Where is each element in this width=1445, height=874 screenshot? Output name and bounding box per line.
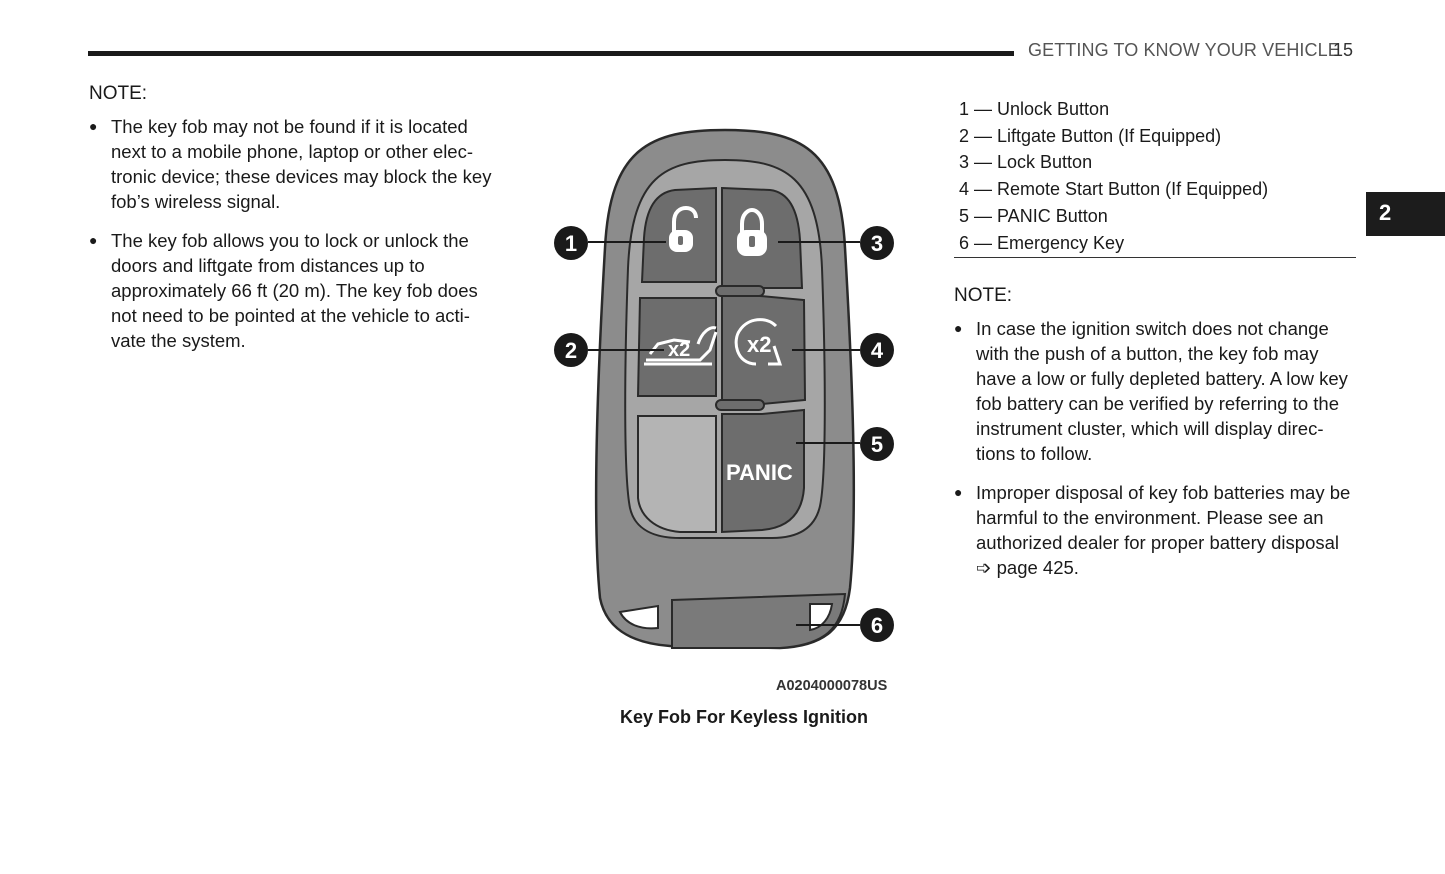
legend-item-unlock: 1 — Unlock Button xyxy=(959,99,1110,119)
callout-4: 4 xyxy=(860,333,894,367)
key-fob-illustration: x2 x2 PANIC 1 2 3 xyxy=(554,128,894,650)
key-ring-hole-left xyxy=(618,604,659,630)
right-note-list: In case the ignition switch does not cha… xyxy=(954,316,1359,594)
emergency-key xyxy=(671,592,847,649)
figure-code: A0204000078US xyxy=(776,678,888,694)
remote-start-x2-label: x2 xyxy=(747,332,771,357)
left-note-list: The key fob may not be found if it is lo… xyxy=(89,114,494,367)
legend-rule xyxy=(954,257,1356,258)
callout-5: 5 xyxy=(860,427,894,461)
right-note-bullet-1: In case the ignition switch does not cha… xyxy=(954,316,1359,466)
legend-item-remote-start: 4 — Remote Start Button (If Equipped) xyxy=(959,179,1269,200)
blank-button xyxy=(637,415,717,533)
callout-2: 2 xyxy=(554,333,588,367)
section-title: GETTING TO KNOW YOUR VEHICLE xyxy=(1028,40,1340,60)
callout-2-label: 2 xyxy=(565,338,577,363)
unlock-padlock-icon xyxy=(669,205,698,252)
callout-3-label: 3 xyxy=(871,231,883,256)
callout-6: 6 xyxy=(860,608,894,642)
left-note-bullet-1: The key fob may not be found if it is lo… xyxy=(89,114,494,214)
left-note-bullet-2: The key fob allows you to lock or unlock… xyxy=(89,228,494,353)
legend-item-panic: 5 — PANIC Button xyxy=(959,205,1108,226)
right-note-bullet-2: Improper disposal of key fob batteries m… xyxy=(954,480,1359,580)
legend-item-liftgate: 2 — Liftgate Button (If Equipped) xyxy=(959,125,1222,146)
panic-label: PANIC xyxy=(726,460,793,485)
chapter-tab[interactable]: 2 xyxy=(1366,192,1445,236)
callout-5-label: 5 xyxy=(871,432,883,457)
key-ring-hole-right xyxy=(809,603,834,632)
panic-button xyxy=(721,408,805,534)
legend-item-emergency-key: 6 — Emergency Key xyxy=(959,232,1125,253)
liftgate-button xyxy=(636,297,717,397)
liftgate-x2-label: x2 xyxy=(668,339,690,361)
separator-nub xyxy=(715,285,765,297)
right-note-heading: NOTE: xyxy=(954,285,1013,306)
separator-nub xyxy=(715,399,765,411)
remote-start-icon xyxy=(734,318,783,366)
callout-6-label: 6 xyxy=(871,613,883,638)
header-rule xyxy=(88,51,1014,56)
page-number: 15 xyxy=(1333,40,1354,60)
callout-4-label: 4 xyxy=(871,338,884,363)
callout-3: 3 xyxy=(860,226,894,260)
figure-caption: Key Fob For Keyless Ignition xyxy=(620,707,869,727)
left-note-heading: NOTE: xyxy=(89,83,148,104)
lock-padlock-icon xyxy=(737,207,767,256)
callout-1: 1 xyxy=(554,226,588,260)
key-fob-figure: x2 x2 PANIC 1 2 3 xyxy=(540,118,910,663)
legend-item-lock: 3 — Lock Button xyxy=(959,152,1093,173)
figure-legend: 1 — Unlock Button 2 — Liftgate Button (I… xyxy=(959,96,1355,256)
callout-1-label: 1 xyxy=(565,231,577,256)
